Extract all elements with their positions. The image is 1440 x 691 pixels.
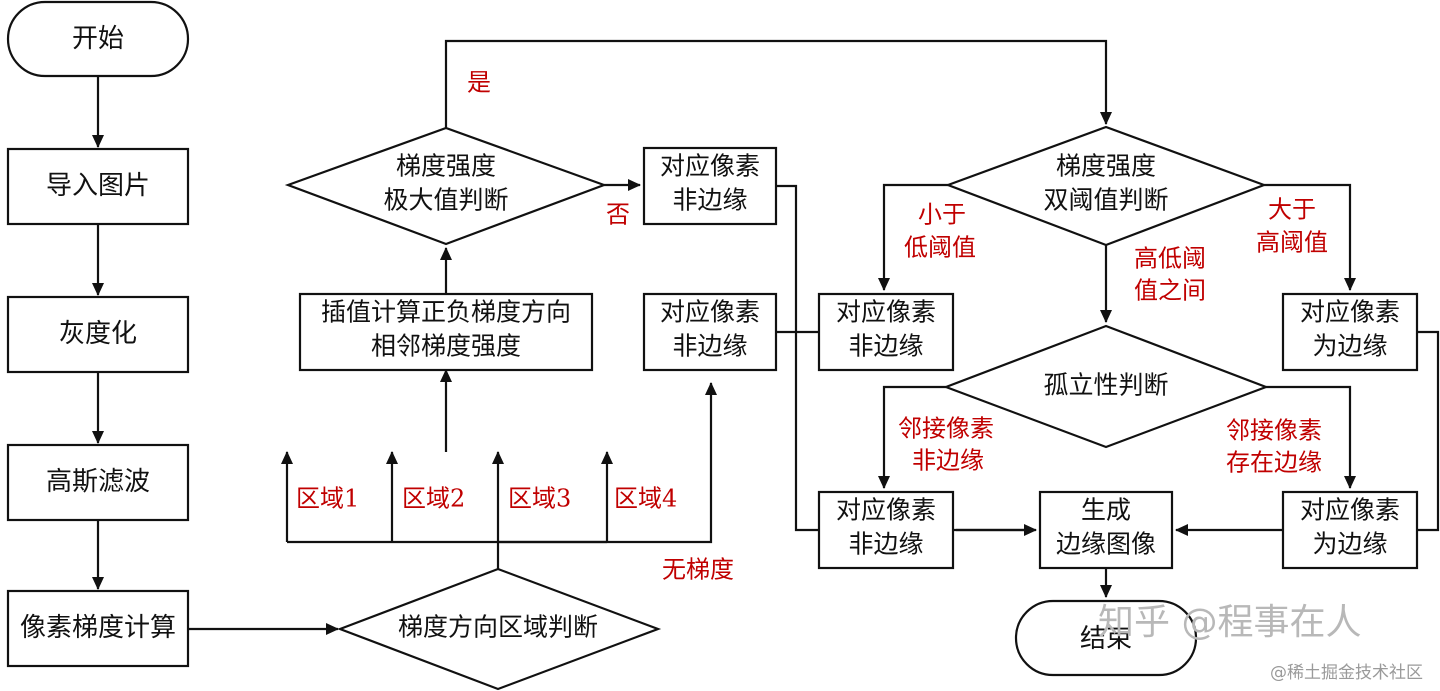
edge-box-1 [1281, 292, 1419, 372]
neighbor-edge-label-line1: 邻接像素 [1226, 417, 1322, 445]
above-high-label-line2: 高阈值 [1256, 229, 1328, 257]
connector-edge1-down [1417, 330, 1440, 532]
nonedge-box-4-line2: 非边缘 [848, 530, 923, 559]
import-image-label: 导入图片 [46, 171, 150, 201]
nonedge-box-4-line1: 对应像素 [836, 496, 936, 525]
arrow-no-gradient [498, 382, 717, 544]
neighbor-edge-label-line2: 存在边缘 [1226, 449, 1322, 477]
dual-threshold-label-line2: 双阈值判断 [1043, 186, 1168, 215]
no-gradient-label: 无梯度 [662, 556, 734, 584]
interpolation-label-line2: 相邻梯度强度 [371, 332, 521, 361]
interpolation-label-line1: 插值计算正负梯度方向 [321, 298, 571, 327]
edge-box-2-line2: 为边缘 [1312, 530, 1387, 559]
gradient-calc-label: 像素梯度计算 [20, 613, 176, 643]
region2-label: 区域2 [402, 485, 465, 513]
nonedge-box-3-line2: 非边缘 [848, 332, 923, 361]
watermark-sub: @稀土掘金技术社区 [1270, 663, 1423, 683]
region4-label: 区域4 [614, 485, 677, 513]
nonedge-box-1-line2: 非边缘 [672, 186, 747, 215]
edge-box-1-line1: 对应像素 [1300, 298, 1400, 327]
nonedge-box-3 [817, 292, 955, 372]
no-label: 否 [606, 201, 630, 229]
generate-label-line2: 边缘图像 [1056, 530, 1156, 559]
nonedge-box-2-line2: 非边缘 [672, 332, 747, 361]
nonedge-box-3-line1: 对应像素 [836, 298, 936, 327]
end-label: 结束 [1080, 624, 1132, 654]
isolation-label: 孤立性判断 [1043, 371, 1168, 400]
nonedge-box-1 [642, 146, 778, 226]
nonedge-box-2-line1: 对应像素 [660, 298, 760, 327]
neighbor-nonedge-label-line1: 邻接像素 [898, 415, 994, 443]
arrow-yes-to-dual [444, 39, 1112, 128]
between-label-line2: 值之间 [1134, 277, 1206, 305]
arrow-above-high [1264, 183, 1356, 291]
max-judge-label-line2: 极大值判断 [383, 186, 508, 215]
region1-label: 区域1 [296, 485, 359, 513]
above-high-label-line1: 大于 [1268, 196, 1316, 224]
dual-threshold-label-line1: 梯度强度 [1056, 152, 1156, 181]
generate-label-line1: 生成 [1081, 496, 1131, 525]
import-image-box [6, 147, 190, 226]
max-judge-label-line1: 梯度强度 [396, 152, 496, 181]
region3-label: 区域3 [508, 485, 571, 513]
edge-box-2-line1: 对应像素 [1300, 496, 1400, 525]
interpolation-box [298, 292, 594, 372]
nonedge-box-1-line1: 对应像素 [660, 152, 760, 181]
generate-edge-image-box [1038, 490, 1174, 570]
arrow-below-low [878, 183, 948, 291]
below-low-label-line1: 小于 [918, 201, 966, 229]
edge-box-1-line2: 为边缘 [1312, 332, 1387, 361]
start-label: 开始 [72, 24, 124, 54]
grayscale-label: 灰度化 [59, 319, 137, 349]
between-label-line1: 高低阈 [1134, 245, 1206, 273]
gradient-calc-box [6, 589, 190, 668]
nonedge-box-4 [817, 490, 955, 570]
below-low-label-line2: 低阈值 [904, 234, 976, 262]
grayscale-box [6, 295, 190, 374]
neighbor-nonedge-label-line2: 非边缘 [912, 447, 984, 475]
gaussian-filter-label: 高斯滤波 [46, 467, 150, 497]
direction-judge-diamond [336, 567, 662, 691]
arrow-neighbor-edge [1266, 385, 1356, 489]
direction-judge-label: 梯度方向区域判断 [398, 613, 598, 642]
yes-label: 是 [467, 69, 491, 97]
end-terminal [1014, 599, 1198, 677]
arrow-neighbor-nonedge [878, 385, 946, 489]
watermark-main: 知乎 @程事在人 [1098, 602, 1361, 643]
gaussian-filter-box [6, 443, 190, 522]
